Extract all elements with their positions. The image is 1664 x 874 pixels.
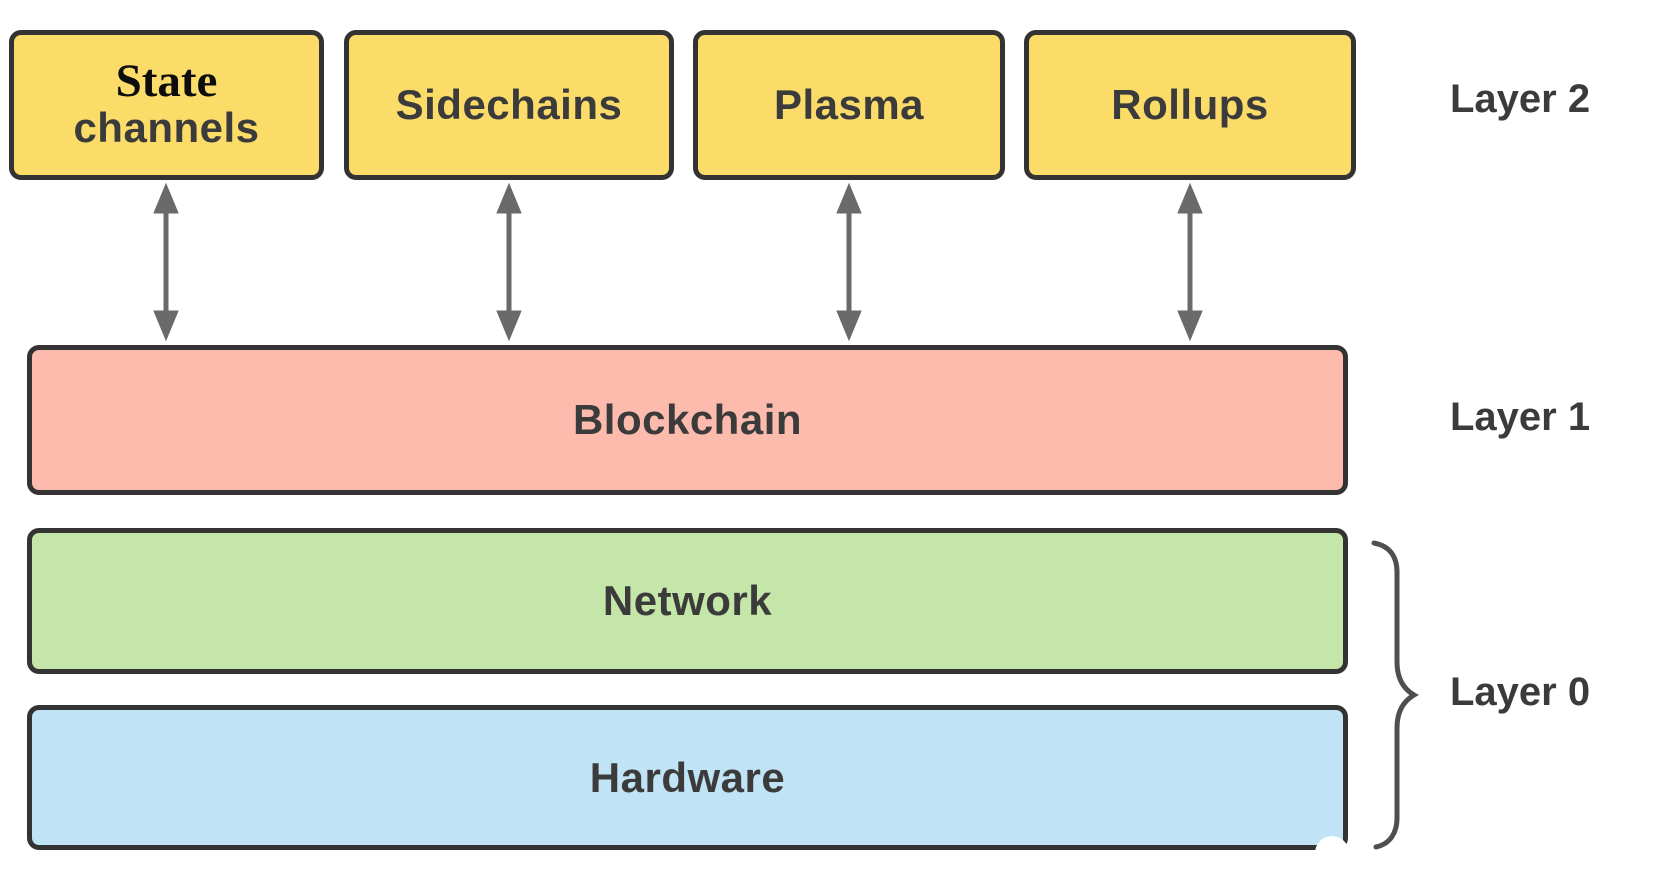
layer0-box-network: Network — [27, 528, 1348, 674]
layer2-box-state-channels: State channels — [9, 30, 324, 180]
state-channels-label: State channels — [73, 58, 259, 151]
hardware-label: Hardware — [589, 753, 786, 801]
layer1-label: Layer 1 — [1450, 395, 1591, 439]
layer2-box-rollups: Rollups — [1024, 30, 1356, 180]
double-arrow-icon-state-channels — [154, 184, 178, 340]
sidechains-label: Sidechains — [395, 81, 623, 128]
state-channels-line2: channels — [73, 104, 260, 152]
state-channels-line1: State — [115, 55, 218, 108]
layer0-brace-icon — [1371, 540, 1419, 850]
plasma-label: Plasma — [773, 81, 925, 128]
layer0-label: Layer 0 — [1450, 670, 1591, 714]
layer0-box-hardware: Hardware — [27, 705, 1348, 850]
layer2-label: Layer 2 — [1450, 77, 1591, 121]
layer1-box-blockchain: Blockchain — [27, 345, 1348, 495]
network-label: Network — [602, 577, 773, 624]
double-arrow-icon-plasma — [837, 184, 861, 340]
blockchain-label: Blockchain — [572, 396, 803, 443]
double-arrow-icon-sidechains — [497, 184, 521, 340]
double-arrow-icon-rollups — [1178, 184, 1202, 340]
rollups-label: Rollups — [1111, 81, 1269, 128]
layer2-box-sidechains: Sidechains — [344, 30, 674, 180]
layer2-box-plasma: Plasma — [693, 30, 1005, 180]
